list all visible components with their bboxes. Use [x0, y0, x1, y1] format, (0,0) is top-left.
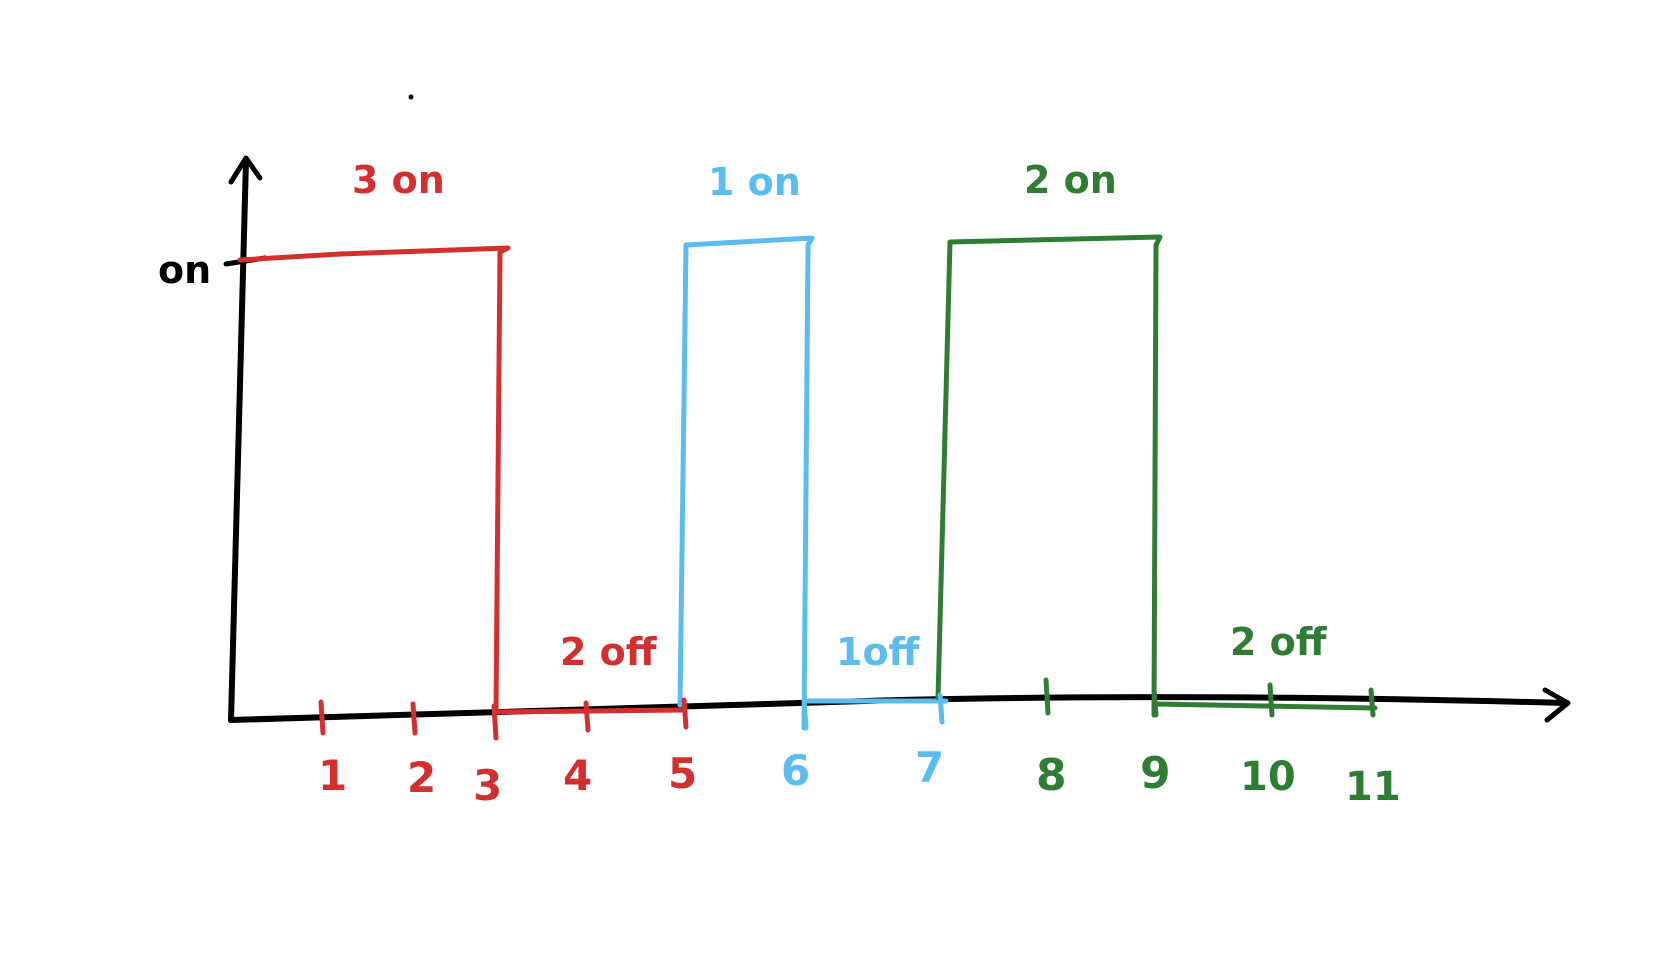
off-baseline-red: [493, 707, 687, 715]
x-axis-arrowhead: [1542, 687, 1571, 723]
tick-mark-10: [1267, 682, 1275, 718]
tick-label-5: 5: [668, 749, 697, 798]
y-axis-arrowhead: [228, 155, 263, 185]
tick-label-11: 11: [1345, 764, 1401, 810]
tick-label-9: 9: [1140, 748, 1171, 799]
off-label-blue: 1off: [836, 630, 921, 674]
tick-mark-8: [1043, 677, 1051, 716]
on-pulse-green: [935, 234, 1163, 718]
off-label-red: 2 off: [560, 630, 658, 674]
tick-label-3: 3: [473, 761, 502, 810]
off-label-green: 2 off: [1230, 620, 1328, 664]
on-label-blue: 1 on: [708, 160, 801, 204]
tick-label-6: 6: [781, 746, 810, 795]
tick-label-7: 7: [915, 743, 944, 792]
tick-mark-6: [801, 697, 809, 731]
x-ticks: 1 2 3 4 5 6 7 8 9 10 11: [318, 677, 1401, 810]
tick-mark-3: [491, 703, 499, 741]
tick-mark-9: [1151, 687, 1159, 718]
tick-label-2: 2: [407, 753, 436, 802]
on-pulse-red: [237, 245, 511, 713]
on-label-red: 3 on: [352, 158, 445, 202]
tick-mark-7: [937, 692, 945, 725]
tick-mark-4: [583, 700, 591, 733]
segment-1-on: 1 on 1off: [677, 160, 949, 731]
y-axis-label: on: [158, 248, 211, 292]
stray-dot: [408, 94, 414, 100]
tick-mark-1: [318, 699, 326, 736]
tick-mark-11: [1368, 687, 1376, 718]
tick-label-4: 4: [563, 751, 592, 800]
tick-mark-2: [410, 701, 418, 736]
y-axis: [228, 157, 249, 723]
off-baseline-green: [1153, 701, 1378, 711]
tick-label-1: 1: [318, 751, 347, 800]
tick-mark-5: [681, 697, 689, 730]
segment-3-on: 3 on 2 off: [237, 158, 687, 715]
tick-label-10: 10: [1240, 754, 1296, 800]
on-label-green: 2 on: [1024, 158, 1117, 202]
tick-label-8: 8: [1036, 750, 1067, 801]
segment-2-on: 2 on 2 off: [935, 158, 1378, 718]
on-pulse-blue: [677, 235, 815, 731]
